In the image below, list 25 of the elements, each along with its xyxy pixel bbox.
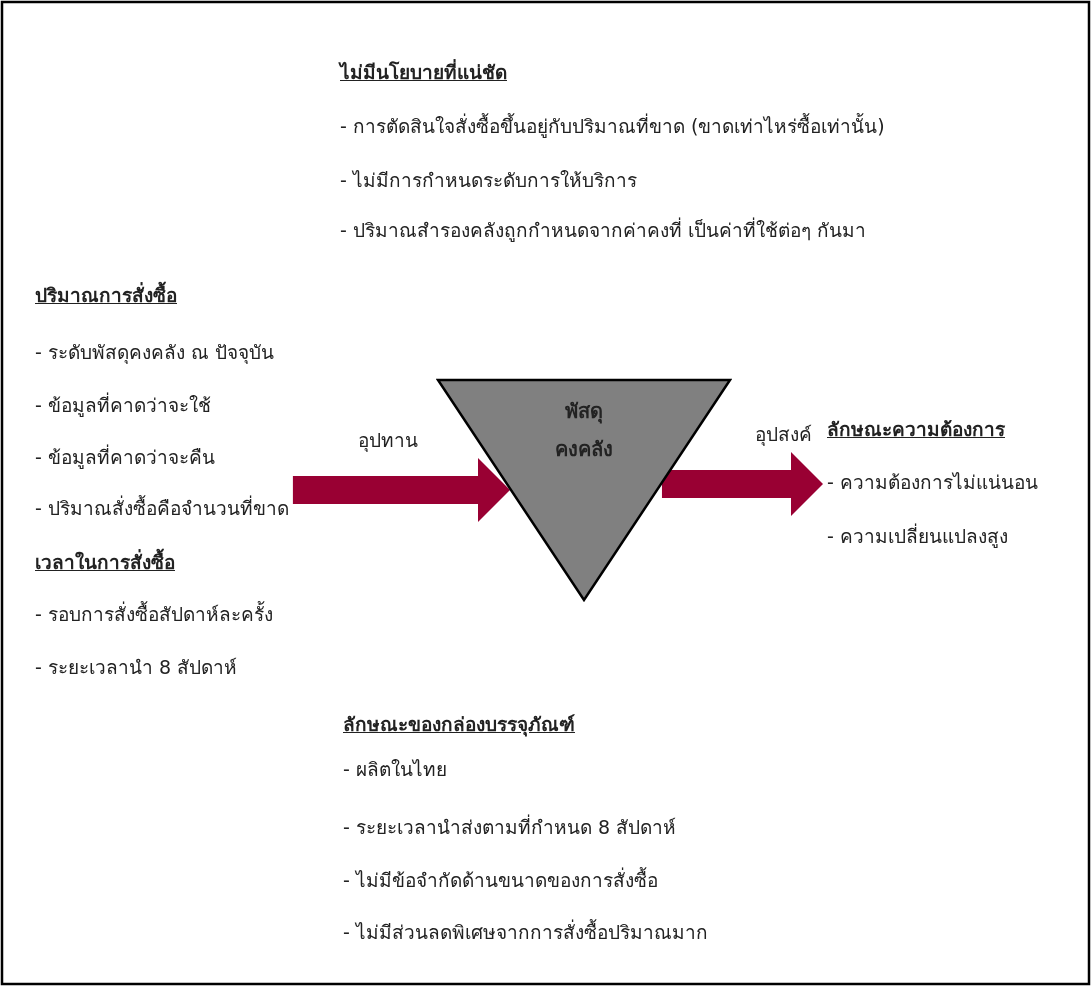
block-arrow bbox=[292, 458, 510, 522]
bullet-text: - ระดับพัสดุคงคลัง ณ ปัจจุบัน bbox=[35, 340, 274, 365]
bullet-text: - ความเปลี่ยนแปลงสูง bbox=[827, 524, 1008, 549]
bullet-text: - ปริมาณสำรองคลังถูกกำหนดจากค่าคงที่ เป็นค่าที่ใช้ต่อๆ กันมา bbox=[340, 218, 866, 243]
node-label: พัสดุคงคลัง bbox=[554, 398, 614, 463]
bullet-text: - ข้อมูลที่คาดว่าจะใช้ bbox=[35, 393, 211, 418]
bullet-text: - ปริมาณสั่งซื้อคือจำนวนที่ขาด bbox=[35, 496, 289, 521]
section-heading: ลักษณะของกล่องบรรจุภัณฑ์ bbox=[343, 712, 575, 737]
block-arrow bbox=[661, 452, 823, 516]
section-heading: ไม่มีนโยบายที่แน่ชัด bbox=[340, 60, 507, 85]
section-heading: ปริมาณการสั่งซื้อ bbox=[35, 283, 177, 308]
bullet-text: - การตัดสินใจสั่งซื้อขึ้นอยู่กับปริมาณที่ขาด (ขาดเท่าไหร่ซื้อเท่านั้น) bbox=[340, 114, 885, 139]
bullet-text: - ระยะเวลานำ 8 สัปดาห์ bbox=[35, 655, 238, 680]
bullet-text: - ความต้องการไม่แน่นอน bbox=[827, 470, 1038, 495]
inverted-triangle bbox=[436, 378, 732, 602]
section-heading: ลักษณะความต้องการ bbox=[827, 417, 1005, 442]
bullet-text: - ไม่มีส่วนลดพิเศษจากการสั่งซื้อปริมาณมาก bbox=[343, 920, 708, 945]
bullet-text: - ข้อมูลที่คาดว่าจะคืน bbox=[35, 445, 215, 470]
bullet-text: - ระยะเวลานำส่งตามที่กำหนด 8 สัปดาห์ bbox=[343, 815, 677, 840]
section-heading: เวลาในการสั่งซื้อ bbox=[35, 550, 175, 575]
edge-label: อุปสงค์ bbox=[755, 422, 812, 447]
bullet-text: - รอบการสั่งซื้อสัปดาห์ละครั้ง bbox=[35, 602, 273, 627]
bullet-text: - ไม่มีการกำหนดระดับการให้บริการ bbox=[340, 168, 637, 193]
bullet-text: - ไม่มีข้อจำกัดด้านขนาดของการสั่งซื้อ bbox=[343, 868, 658, 893]
bullet-text: - ผลิตในไทย bbox=[343, 757, 447, 782]
